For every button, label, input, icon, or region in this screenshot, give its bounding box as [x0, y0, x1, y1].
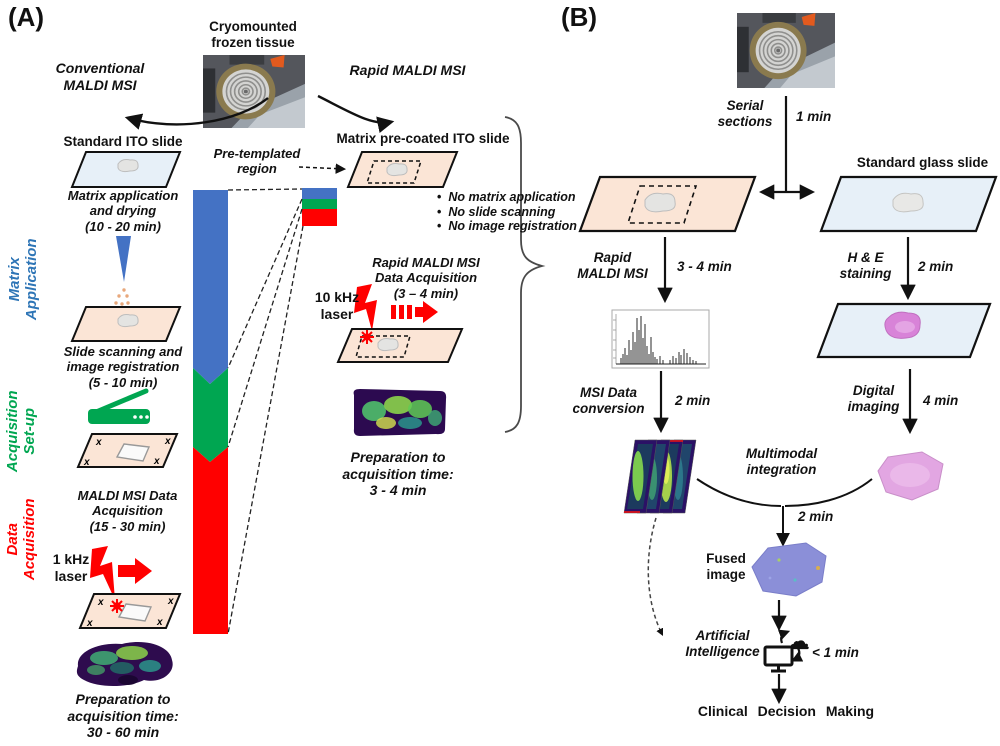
side-label-data-acquisition: Data Acquisition: [3, 498, 38, 581]
sync-arrow-icon: [777, 629, 791, 644]
prep-rapid-label: Preparation to acquisition time: 3 - 4 m…: [342, 449, 454, 499]
standard-ito-slide-title: Standard ITO slide: [63, 134, 183, 149]
pretemplated-arrow: [298, 163, 347, 174]
cryostat-photo-a: [203, 55, 305, 128]
bullet-no-scanning: No slide scanning: [437, 205, 577, 220]
rapid-acq-step-label: Rapid MALDI MSI Data Acquisition (3 – 4 …: [372, 255, 480, 301]
time-digital: 4 min: [923, 393, 959, 408]
time-ai: < 1 min: [812, 645, 859, 660]
scan-step-label: Slide scanning and image registration (5…: [63, 344, 183, 390]
fiducial-mark: x: [86, 618, 93, 629]
scanner-icon: [88, 388, 150, 424]
time-he: 2 min: [918, 259, 954, 274]
cryostat-photo-b: [737, 13, 835, 88]
digital-he-image: [877, 451, 944, 501]
msi-image-stack: [623, 439, 697, 514]
time-rapid: 3 - 4 min: [677, 259, 732, 274]
he-stained-slide: [816, 302, 992, 359]
clinical-decision-label: Clinical Decision Making: [697, 703, 875, 719]
precoated-slide-title: Matrix pre-coated ITO slide: [336, 131, 510, 146]
sync-arrow-icon: [791, 647, 804, 662]
panel-a-label: (A): [8, 2, 45, 32]
time-fusion: 2 min: [798, 509, 834, 524]
panel-b-label: (B): [561, 2, 598, 32]
ai-computer-cloud-icon: ☁: [763, 628, 810, 673]
fiducial-mark: x: [97, 597, 104, 608]
timeline-bar-conventional: [193, 190, 228, 634]
glass-slide-title: Standard glass slide: [856, 155, 989, 170]
acquisition-slide-conventional: x x x x: [78, 593, 182, 629]
standard-ito-slide: [70, 151, 182, 188]
msi-brain-image-rapid: [353, 389, 447, 436]
fiducial-mark: x: [153, 456, 160, 467]
maldi-slide-b: [578, 175, 757, 233]
dashed-ai-arrow: [647, 517, 664, 637]
serial-sections-label: Serial sections: [717, 98, 773, 129]
laser-bolt-1khz-icon: [90, 546, 152, 600]
time-conversion: 2 min: [675, 393, 711, 408]
bullet-no-matrix: No matrix application: [437, 190, 577, 205]
side-label-matrix-application: Matrix Application: [5, 238, 40, 321]
bullet-no-registration: No image registration: [437, 219, 577, 234]
rapid-maldi-label: Rapid MALDI MSI: [577, 250, 648, 281]
he-staining-label: H & E staining: [839, 250, 892, 281]
laser-1khz-label: 1 kHz laser: [52, 551, 90, 584]
artificial-intelligence-label: Artificial Intelligence: [685, 628, 760, 659]
side-label-acquisition-setup: Acquisition Set-up: [3, 390, 38, 473]
bullet-text: No matrix application: [448, 190, 576, 204]
matrix-step-label: Matrix application and drying (10 - 20 m…: [67, 188, 179, 234]
bullet-text: No image registration: [448, 219, 577, 233]
fiducial-mark: x: [83, 457, 90, 468]
rapid-title: Rapid MALDI MSI: [349, 62, 466, 78]
bullet-text: No slide scanning: [448, 204, 556, 219]
fiducial-mark: x: [95, 437, 102, 448]
precoated-slide: [346, 151, 459, 188]
acquisition-slide-rapid: [336, 328, 464, 363]
cryo-caption: Cryomounted frozen tissue: [209, 19, 297, 50]
msi-conversion-label: MSI Data conversion: [572, 385, 645, 416]
laser-10khz-label: 10 kHz laser: [314, 289, 360, 322]
msi-brain-image-conventional: [76, 641, 173, 686]
timeline-bar-rapid: [302, 188, 337, 226]
multimodal-label: Multimodal integration: [745, 446, 818, 477]
fiducial-mark: x: [164, 436, 171, 447]
laser-bolt-10khz-icon: [354, 284, 438, 331]
registered-slide: x x x x: [76, 433, 179, 468]
pretemplated-label: Pre-templated region: [213, 146, 301, 177]
fiducial-mark: x: [156, 617, 163, 628]
mass-spectrum-image: [611, 309, 710, 369]
matrix-sprayer-icon: [114, 236, 131, 306]
acq-step-label: MALDI MSI Data Acquisition (15 - 30 min): [77, 488, 178, 534]
timeline-mapping-lines: [227, 188, 304, 635]
panel-a-brace: [504, 116, 546, 433]
glass-slide-b: [819, 175, 998, 233]
arrow-to-conventional: [124, 97, 269, 130]
digital-imaging-label: Digital imaging: [847, 383, 900, 414]
multimodal-merge: [696, 478, 873, 547]
conventional-title: Conventional MALDI MSI: [55, 60, 145, 93]
fused-image-label: Fused image: [706, 551, 746, 582]
time-serial: 1 min: [796, 109, 832, 124]
fused-image: [751, 542, 827, 597]
arrow-to-rapid: [317, 94, 395, 133]
fiducial-mark: x: [167, 596, 174, 607]
matrix-coated-slide: [70, 306, 182, 342]
rapid-benefits-list: No matrix application No slide scanning …: [437, 190, 577, 234]
prep-conventional-label: Preparation to acquisition time: 30 - 60…: [67, 691, 179, 741]
